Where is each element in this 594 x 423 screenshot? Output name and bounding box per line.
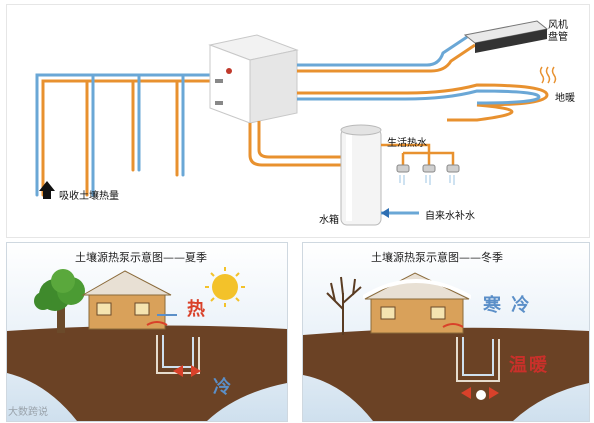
up-arrow-icon	[39, 181, 55, 199]
winter-cold-label: 寒 冷	[483, 295, 532, 316]
winter-title: 土壤源热泵示意图——冬季	[371, 251, 503, 264]
indoor-pipes	[297, 35, 549, 122]
winter-scene-svg	[303, 272, 589, 421]
system-diagram-panel: 风机 盘管 地暖 生活热水 水箱 自来水补水 吸收土壤热量	[6, 4, 590, 238]
hot-water-label: 生活热水	[387, 138, 427, 149]
summer-soil	[7, 325, 287, 421]
winter-tree	[326, 276, 362, 335]
summer-cold-label: 冷	[213, 377, 233, 398]
hot-water-pipes	[381, 143, 455, 165]
floor-heat-waves	[539, 66, 557, 84]
winter-house	[363, 272, 471, 334]
system-diagram-svg	[35, 20, 557, 226]
tank-label: 水箱	[319, 215, 339, 226]
winter-panel: 土壤源热泵示意图——冬季 寒 冷 温暖	[302, 242, 590, 422]
ground-loop-pipes	[35, 73, 212, 197]
summer-scene-svg	[7, 267, 287, 421]
absorb-heat-label: 吸收土壤热量	[59, 191, 119, 202]
water-drops	[399, 175, 455, 185]
winter-ground-loop	[442, 323, 500, 382]
fan-coil-unit	[463, 20, 549, 53]
summer-house	[81, 270, 172, 330]
inlet-label: 自来水补水	[425, 211, 475, 222]
winter-soil	[303, 327, 589, 421]
watermark-text: 大数跨说	[8, 407, 48, 418]
sun-icon	[205, 267, 245, 307]
heat-source-dot	[476, 390, 486, 400]
summer-tree	[34, 269, 85, 333]
heat-absorb-arrows	[461, 387, 499, 399]
summer-hot-label: 热	[187, 299, 207, 320]
shower-heads	[396, 164, 460, 173]
cold-water-inlet	[381, 208, 419, 218]
summer-panel: 土壤源热泵示意图——夏季 热 冷	[6, 242, 288, 422]
heat-pump-unit	[208, 34, 299, 124]
floor-heating-label: 地暖	[555, 93, 575, 104]
fan-coil-label: 风机 盘管	[548, 20, 568, 43]
summer-title: 土壤源热泵示意图——夏季	[75, 251, 207, 264]
tank-pipes	[248, 121, 341, 167]
winter-warm-label: 温暖	[509, 355, 549, 376]
water-tank	[340, 124, 382, 226]
heat-release-arrows	[173, 365, 201, 377]
